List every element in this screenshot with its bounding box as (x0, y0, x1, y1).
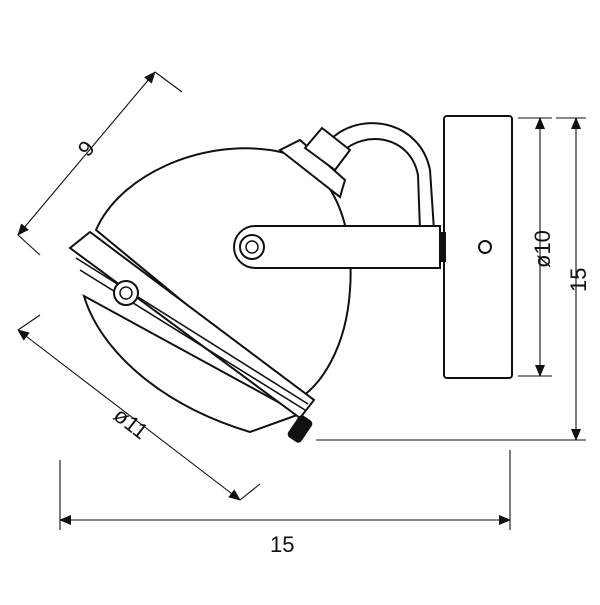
dimension-plate-diameter: ø10 (518, 117, 555, 377)
plate-screw (478, 240, 492, 254)
cable-stem (328, 122, 436, 231)
dimension-total-width: 15 (59, 450, 511, 557)
label-head-depth: 9 (73, 136, 100, 161)
label-total-height: 15 (566, 268, 591, 292)
switch-knob (287, 415, 313, 443)
label-total-width: 15 (270, 532, 294, 557)
top-cap (278, 138, 347, 199)
dimension-total-height: 15 (316, 117, 591, 441)
wall-plate (443, 115, 513, 379)
label-head-diameter: ø11 (109, 402, 153, 444)
lamp-arm (233, 225, 441, 269)
label-plate-diameter: ø10 (530, 230, 555, 268)
cap-neck (303, 126, 352, 172)
arm-connector (437, 232, 446, 262)
lamp-head (68, 126, 352, 443)
